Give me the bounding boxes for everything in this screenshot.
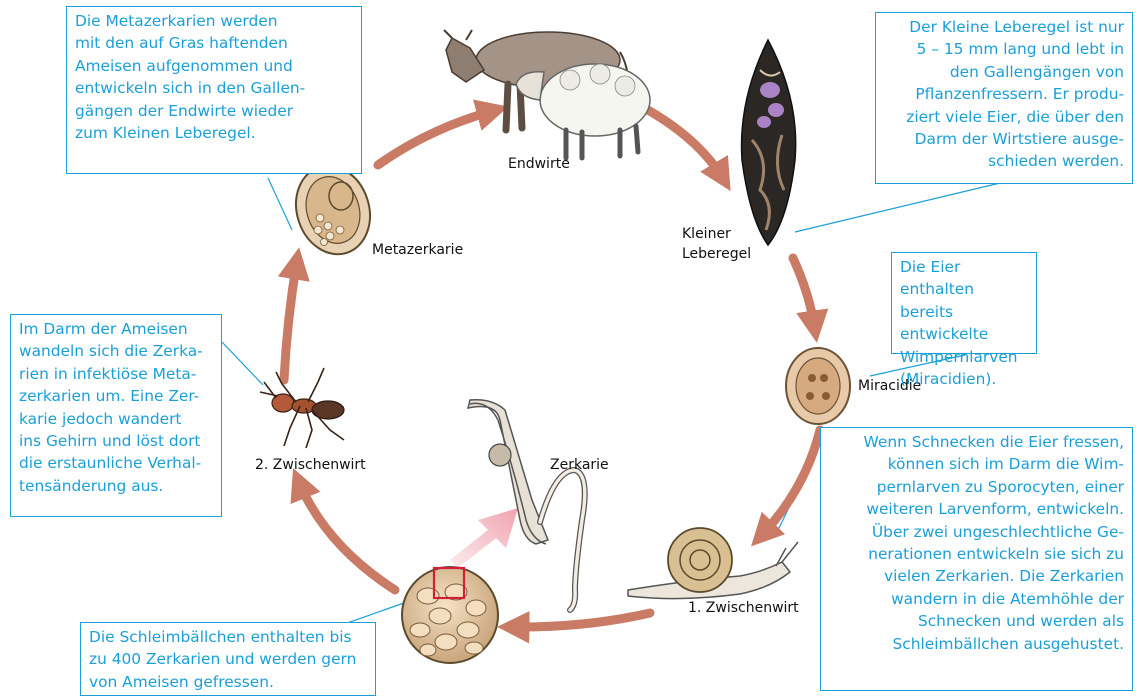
cycle-arrow-to-schnecke xyxy=(760,430,820,537)
ant-icon xyxy=(260,368,344,448)
cycle-arrow-to-schleimbaellchen xyxy=(510,613,650,627)
label-zwischenwirt-1: 1. Zwischenwirt xyxy=(688,598,799,618)
infobox-ameisen: Im Darm der Ameisen wandeln sich die Zer… xyxy=(10,314,222,517)
label-zerkarie: Zerkarie xyxy=(550,455,609,475)
label-zwischenwirt-2: 2. Zwischenwirt xyxy=(255,455,366,475)
cycle-arrow-to-endwirte xyxy=(378,110,496,165)
egg-miracidium-icon xyxy=(786,348,850,424)
cycle-arrow-to-ameise xyxy=(298,480,395,590)
cycle-arrow-to-metazerkarie xyxy=(284,260,297,380)
cycle-arrows xyxy=(284,110,820,627)
infobox-schnecken: Wenn Schnecken die Eier fressen, können … xyxy=(820,427,1133,691)
snail-icon xyxy=(628,528,798,599)
cycle-arrow-to-miracidie xyxy=(793,258,815,330)
infobox-eier: Die Eier enthalten bereits entwickelte W… xyxy=(891,252,1037,354)
cycle-arrow-to-leberegel xyxy=(648,110,724,180)
zoom-arrow xyxy=(450,508,518,568)
infobox-metazerkarien: Die Metazerkarien werden mit den auf Gra… xyxy=(66,6,362,174)
infobox-schleimbaellchen: Die Schleimbällchen enthalten bis zu 400… xyxy=(80,622,376,696)
liver-fluke-icon xyxy=(742,40,796,245)
label-endwirte: Endwirte xyxy=(508,154,570,174)
infobox-leberegel: Der Kleine Leberegel ist nur 5 – 15 mm l… xyxy=(875,12,1133,184)
cercaria-icon xyxy=(468,400,585,610)
sheep-icon xyxy=(516,64,650,158)
label-metazerkarie: Metazerkarie xyxy=(372,240,463,260)
slime-ball-icon xyxy=(402,567,498,663)
label-leberegel: Kleiner Leberegel xyxy=(682,224,751,264)
